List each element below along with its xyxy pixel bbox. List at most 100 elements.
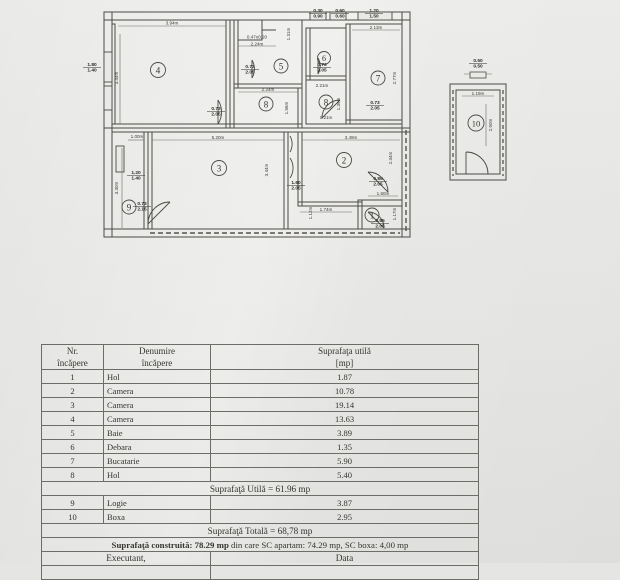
- boxa-inner-walls: [455, 89, 501, 175]
- dim-boxa-h: 2.50m: [488, 118, 493, 131]
- svg-text:0.73: 0.73: [211, 106, 221, 112]
- cell-suprafata: 5.90: [210, 453, 479, 468]
- room-marker-1: [364, 207, 380, 223]
- floor-plan-drawing: 4 5 6 7 8 8 3 2 9 1 10 3.94m 0.47x0.20 2…: [0, 0, 620, 245]
- dim-room8-h: 1.56m: [284, 101, 289, 114]
- door-arc-r1: [367, 211, 385, 229]
- cell-denumire: Hol: [103, 369, 211, 384]
- table-subtotal-row: Suprafaţă Utilă = 61.96 mp: [41, 481, 479, 496]
- cell-denumire: Camera: [103, 411, 211, 426]
- cell-constructed: Suprafaţă construită: 78.29 mp din care …: [41, 537, 479, 552]
- tag-window-logie: 1.201.40: [127, 170, 145, 182]
- cell-nr: 8: [41, 467, 104, 482]
- cell-suprafata: 1.35: [210, 439, 479, 454]
- cell-denumire: Bucatarie: [103, 453, 211, 468]
- cell-denumire: Logie: [103, 495, 211, 510]
- svg-text:0.85: 0.85: [373, 176, 383, 182]
- partition-6-left: [305, 27, 311, 81]
- cell-nr: 3: [41, 397, 104, 412]
- wall-mid-band: [111, 127, 411, 133]
- svg-text:0.73: 0.73: [370, 100, 380, 106]
- room-marker-9: [121, 199, 137, 215]
- door-leaf-r7: [321, 99, 341, 119]
- dim-room1-top: 1.60m: [377, 191, 390, 196]
- dim-logie-w: 1.00m: [131, 134, 144, 139]
- svg-text:0.50: 0.50: [473, 64, 483, 70]
- dim-room7-h: 2.77m: [392, 71, 397, 84]
- dim-room3-h: 3.44m: [264, 163, 269, 176]
- cell-subtotal-utila: Suprafaţă Utilă = 61.96 mp: [41, 481, 479, 496]
- tag-door-r5: 0.732.05: [241, 64, 259, 76]
- room-number-3: 3: [217, 163, 222, 173]
- door-leaf-r2: [367, 171, 389, 193]
- table-row: 10 Boxa 2.95: [41, 509, 479, 524]
- door-leaf-logie: [147, 201, 171, 225]
- room-number-2: 2: [342, 155, 347, 165]
- header-denumire-line2: încăpere: [141, 358, 173, 368]
- partition-2-bottom: [297, 201, 363, 207]
- svg-text:1.40: 1.40: [131, 176, 141, 182]
- svg-text:2.05: 2.05: [373, 182, 383, 188]
- tag-door-r2: 0.852.05: [369, 176, 387, 188]
- cell-nr: 7: [41, 453, 104, 468]
- constructed-bold: Suprafaţă construită: 78.29 mp: [111, 539, 229, 550]
- partition-2-left: [297, 131, 303, 207]
- door-arc-hol-a: [289, 135, 293, 153]
- boxa-door-arc: [465, 151, 489, 175]
- cell-nr: 9: [41, 495, 104, 510]
- room-number-5: 5: [279, 61, 284, 71]
- room-number-8b: 8: [324, 97, 329, 107]
- cell-suprafata: 2.95: [210, 509, 479, 524]
- window-left-2: [103, 85, 113, 111]
- room-number-8a: 8: [264, 99, 269, 109]
- room-number-7: 7: [376, 73, 381, 83]
- dim-logie-h: 3.30m: [114, 181, 119, 194]
- header-denumire-line1: Denumire: [139, 346, 175, 356]
- boxa-window: [469, 71, 487, 79]
- room-8b-walls: [305, 79, 347, 125]
- dim-room1-w: 1.74m: [320, 207, 333, 212]
- header-nr-line1: Nr.: [66, 346, 79, 356]
- svg-text:0.73: 0.73: [137, 201, 147, 207]
- dim-room3-top: 5.20m: [212, 135, 225, 140]
- table-row: 5 Baie 3.89: [41, 425, 479, 440]
- room-number-9: 9: [127, 202, 132, 212]
- cell-suprafata: 3.89: [210, 425, 479, 440]
- header-suprafata-line1: Suprafaţa utilă: [318, 346, 371, 356]
- room-marker-4: [150, 62, 166, 78]
- constructed-rest: din care SC apartam: 74.29 mp, SC boxa: …: [228, 539, 409, 550]
- table-row: 3 Camera 19.14: [41, 397, 479, 412]
- partition-9-right: [143, 131, 149, 230]
- svg-text:0.73: 0.73: [317, 62, 327, 68]
- table-footer-blank-row: [41, 565, 479, 580]
- cell-denumire: Hol: [103, 467, 211, 482]
- partition-4-right: [225, 19, 231, 129]
- door-arc-r7: [321, 99, 341, 119]
- cell-denumire: Camera: [103, 383, 211, 398]
- window-top-3: [357, 11, 393, 21]
- room-marker-5: [273, 58, 289, 74]
- dim-boxa-w: 1.19m: [472, 91, 485, 96]
- dim-room1-h: 1.12m: [308, 206, 313, 219]
- tag-door-r4: 0.732.05: [207, 106, 225, 118]
- dim-room5-right: 1.31m: [286, 27, 291, 40]
- table-row: 1 Hol 1.87: [41, 369, 479, 384]
- room-marker-10: [467, 114, 485, 132]
- svg-text:0.50: 0.50: [473, 58, 483, 64]
- svg-text:2.05: 2.05: [245, 70, 255, 76]
- svg-text:1.20: 1.20: [369, 8, 379, 14]
- partition-1-left: [357, 199, 363, 230]
- svg-text:2.05: 2.05: [370, 106, 380, 112]
- partition-6-bottom: [305, 75, 347, 81]
- window-top-2: [329, 11, 347, 21]
- closet-niche-2: [261, 20, 276, 31]
- tag-window-boxa: 0.500.50: [469, 58, 487, 70]
- table-row: 2 Camera 10.78: [41, 383, 479, 398]
- tag-window-r7: 1.201.50: [365, 8, 383, 20]
- svg-text:0.90: 0.90: [313, 14, 323, 20]
- table-row: 4 Camera 13.63: [41, 411, 479, 426]
- cell-suprafata: 19.14: [210, 397, 479, 412]
- svg-text:0.60: 0.60: [335, 14, 345, 20]
- svg-text:1.40: 1.40: [87, 68, 97, 74]
- dim-room1-right: 1.17m: [392, 207, 397, 220]
